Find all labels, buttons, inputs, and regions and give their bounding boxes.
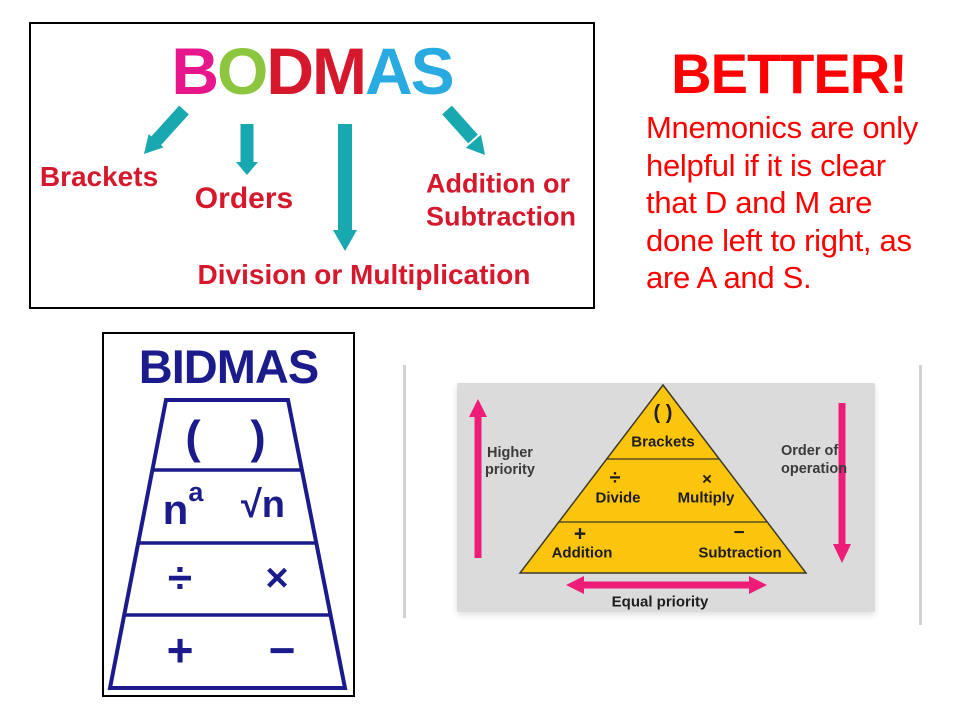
bodmas-diagram-panel: BODMAS Brackets Orders Addition or Subt (29, 22, 595, 309)
higher-priority-label-line2: priority (485, 462, 535, 478)
bidmas-multiply-symbol: × (265, 556, 288, 600)
triangle-minus-symbol: − (733, 523, 744, 544)
pyramid-graphic: ( ) Brackets ÷ Divide × Multiply + Addit… (469, 383, 851, 611)
triangle-multiply-symbol: × (702, 470, 712, 489)
better-title: BETTER! (671, 42, 908, 105)
bidmas-minus-symbol: − (269, 624, 296, 676)
bodmas-letter-b: B (171, 34, 219, 108)
bodmas-letter-s: S (410, 34, 455, 108)
bodmas-title: BODMAS (31, 38, 593, 104)
bodmas-letter-d: D (266, 34, 314, 108)
triangle-addition-label: Addition (552, 545, 613, 562)
triangle-divide-symbol: ÷ (610, 467, 621, 489)
arrow-to-addition-icon (442, 105, 485, 155)
equal-priority-arrow-icon (566, 576, 767, 594)
bidmas-diagram-panel: BIDMAS ( ) na √n ÷ × + − (102, 332, 355, 697)
triangle-multiply-label: Multiply (678, 490, 735, 507)
label-orders: Orders (194, 182, 294, 215)
label-subtraction: Subtraction (425, 201, 577, 232)
better-body-line: are A and S. (646, 260, 812, 295)
bidmas-plus-symbol: + (167, 624, 194, 676)
bodmas-letter-m: M (312, 34, 367, 108)
triangle-brackets-symbol: ( ) (654, 402, 673, 424)
right-divider-line (919, 365, 922, 625)
order-of-operation-label-line2: operation (781, 461, 847, 477)
arrow-to-division-icon (333, 124, 357, 251)
label-brackets: Brackets (39, 161, 159, 192)
triangle-brackets-label: Brackets (631, 434, 694, 451)
bidmas-title: BIDMAS (138, 340, 319, 393)
triangle-subtraction-label: Subtraction (698, 545, 781, 562)
left-divider-line (403, 365, 406, 618)
triangle-plus-symbol: + (574, 523, 586, 546)
better-body: Mnemonics are only helpful if it is clea… (622, 109, 956, 297)
bidmas-close-paren: ) (250, 411, 265, 463)
higher-priority-arrow-icon (469, 399, 487, 558)
better-body-line: helpful if it is clear (646, 147, 886, 183)
higher-priority-label-line1: Higher (487, 445, 533, 461)
triangle-divide-label: Divide (595, 490, 640, 507)
order-of-operation-arrow-icon (833, 403, 851, 563)
bodmas-arrows (144, 105, 485, 251)
bidmas-divide-symbol: ÷ (168, 554, 192, 603)
priority-pyramid-panel: ( ) Brackets ÷ Divide × Multiply + Addit… (395, 360, 935, 640)
better-body-line: done left to right, as (646, 222, 912, 258)
bidmas-root-symbol: √n (241, 484, 285, 526)
arrow-to-orders-icon (236, 124, 258, 175)
bidmas-index-symbol: na (163, 477, 205, 533)
bodmas-letter-o: O (216, 34, 268, 108)
label-addition-or: Addition or (426, 168, 570, 199)
equal-priority-label: Equal priority (612, 594, 709, 611)
bidmas-open-paren: ( (185, 411, 201, 463)
label-division-or-multiplication: Division or Multiplication (197, 259, 531, 290)
arrow-to-brackets-icon (144, 105, 189, 154)
better-body-line: that D and M are (646, 185, 873, 220)
priority-triangle (518, 383, 808, 574)
better-body-line: Mnemonics are only (646, 110, 918, 145)
pyramid-image: ( ) Brackets ÷ Divide × Multiply + Addit… (457, 383, 875, 612)
bodmas-letter-a: A (364, 34, 413, 108)
better-note-panel: BETTER! Mnemonics are only helpful if it… (622, 44, 956, 297)
order-of-operation-label-line1: Order of (781, 443, 838, 459)
bidmas-trapezoid: ( ) na √n ÷ × + − (107, 398, 348, 690)
